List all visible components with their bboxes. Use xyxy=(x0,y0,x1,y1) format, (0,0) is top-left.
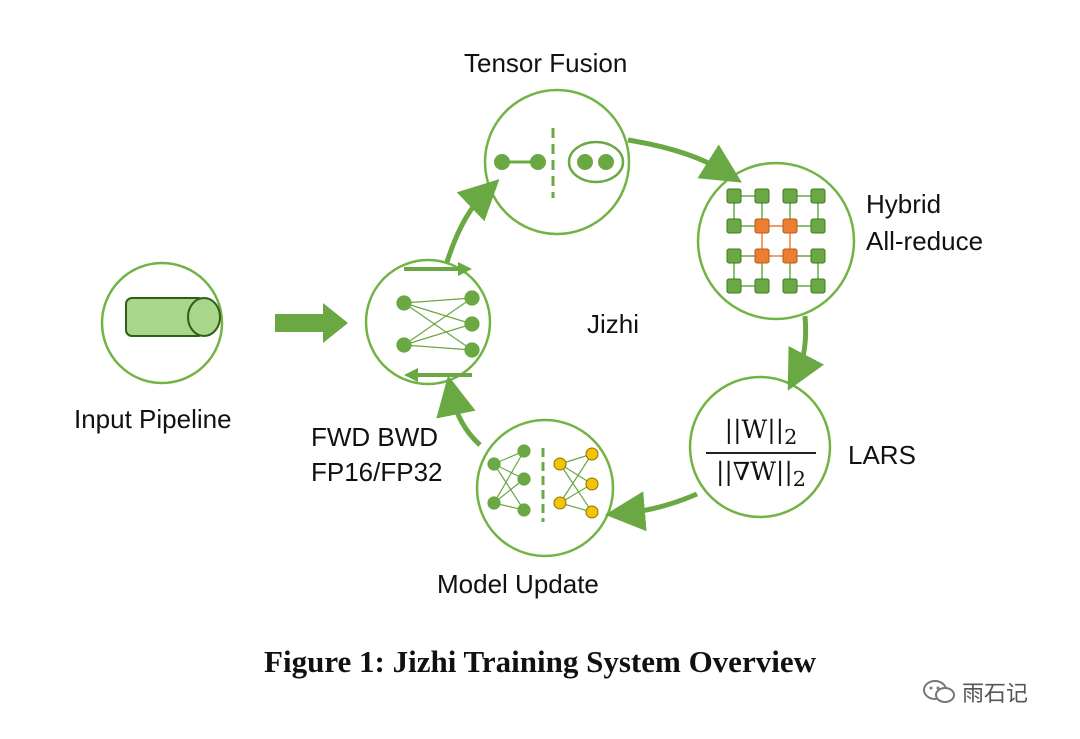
lars-to-model-arrow xyxy=(605,491,698,532)
formula-numerator-sub: 2 xyxy=(784,425,798,449)
fwd-bwd-label-line1: FWD BWD xyxy=(311,422,439,452)
hybrid-to-lars-arrow xyxy=(787,315,824,391)
tensor-fusion-label: Tensor Fusion xyxy=(464,48,628,78)
network-icon xyxy=(396,290,480,358)
tensor-to-hybrid-arrow xyxy=(627,137,742,183)
fwd-bwd-label-line2: FP16/FP32 xyxy=(311,457,443,487)
yellow-network-icon xyxy=(553,447,599,519)
formula-numerator: ||W|| xyxy=(724,415,785,444)
fwd-to-tensor-arrow xyxy=(444,179,500,263)
lars-node xyxy=(688,375,832,519)
hybrid-label-line2: All-reduce xyxy=(866,226,984,256)
fwd-bwd-node xyxy=(364,258,492,386)
hybrid-allreduce-node xyxy=(696,161,856,321)
lars-formula: ||W||2 ||∇W||2 xyxy=(706,415,816,491)
cycle-arrows xyxy=(436,137,824,532)
formula-denominator-sub: 2 xyxy=(792,467,807,491)
tensor-fusion-node xyxy=(483,88,631,236)
cylinder-icon xyxy=(125,297,221,337)
fusion-icon xyxy=(494,128,625,198)
watermark: 雨石记 xyxy=(922,676,1028,708)
backward-arrow-icon xyxy=(404,368,472,382)
input-to-fwd-arrow xyxy=(275,303,348,343)
model-update-node xyxy=(475,418,615,558)
figure-caption: Figure 1: Jizhi Training System Overview xyxy=(264,644,816,679)
allreduce-grid-icon xyxy=(726,188,826,294)
green-network-icon xyxy=(487,444,531,517)
lars-label: LARS xyxy=(848,440,916,470)
hybrid-label-line1: Hybrid xyxy=(866,189,942,219)
wechat-icon xyxy=(923,680,955,703)
input-pipeline-node xyxy=(100,261,224,385)
forward-arrow-icon xyxy=(404,262,472,276)
center-label: Jizhi xyxy=(587,309,640,339)
input-pipeline-label: Input Pipeline xyxy=(74,404,232,434)
model-to-fwd-arrow xyxy=(436,375,482,447)
formula-denominator: ||∇W|| xyxy=(715,457,793,486)
watermark-text: 雨石记 xyxy=(962,682,1029,707)
model-update-label: Model Update xyxy=(437,569,599,599)
